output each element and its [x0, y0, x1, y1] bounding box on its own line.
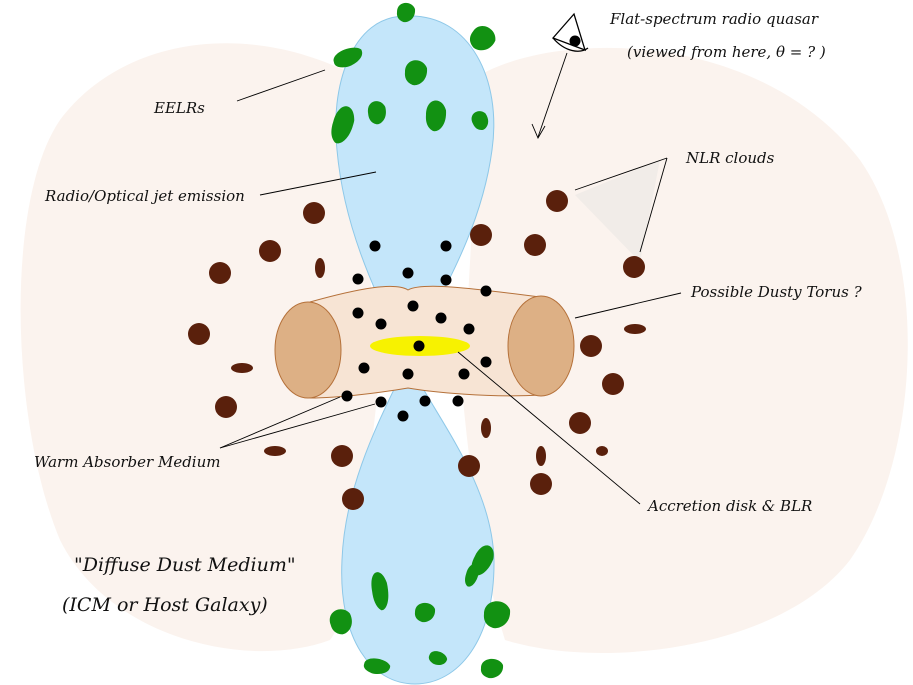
- observer-arrow-line: [537, 52, 568, 138]
- absorber-cloud: [452, 395, 464, 407]
- leader-lines: [219, 52, 682, 505]
- absorber-cloud: [352, 307, 364, 319]
- host-galaxy-right-lobe: [462, 47, 908, 654]
- eelr-blob: [396, 2, 416, 23]
- eelr-blob: [465, 564, 479, 587]
- torus-label: Possible Dusty Torus ?: [690, 283, 863, 301]
- nlr-cloud: [331, 445, 353, 467]
- nlr-cloud: [602, 373, 624, 395]
- nlr-cloud: [231, 363, 253, 373]
- nlr-cloud: [481, 418, 491, 438]
- eelr-blob: [329, 609, 352, 635]
- torus-left-end: [274, 301, 342, 399]
- absorber-cloud: [397, 410, 409, 422]
- diffuse-dust-label: "Diffuse Dust Medium": [74, 554, 296, 576]
- eelr-blob: [404, 60, 428, 86]
- absorber-leader-2: [219, 403, 376, 449]
- observer-title: Flat-spectrum radio quasar: [609, 10, 819, 28]
- viewing-cone-shade: [575, 160, 660, 262]
- accretion-disk-label: Accretion disk & BLR: [646, 497, 812, 515]
- eelr-blob: [333, 47, 363, 68]
- nlr-cloud: [623, 256, 645, 278]
- nlr-cloud: [303, 202, 325, 224]
- eelr-blob: [483, 601, 511, 629]
- absorber-cloud: [407, 300, 419, 312]
- absorber-cloud: [402, 267, 414, 279]
- jet-emission-label: Radio/Optical jet emission: [44, 187, 245, 205]
- eelr-blob: [469, 25, 496, 51]
- eye-pupil: [569, 35, 581, 47]
- icm-host-label: (ICM or Host Galaxy): [62, 594, 268, 616]
- eye-lid-curve: [552, 37, 589, 52]
- warm-absorber-label: Warm Absorber Medium: [34, 453, 221, 471]
- eelr-blob: [428, 651, 448, 665]
- nlr-cloud: [209, 262, 231, 284]
- absorber-cloud: [413, 340, 425, 352]
- nlr-clouds-label: NLR clouds: [685, 149, 775, 167]
- eelrs-label: EELRs: [153, 99, 205, 117]
- nlr-cloud: [530, 473, 552, 495]
- nlr-leader-1: [574, 157, 668, 191]
- eelrs-leader: [236, 69, 326, 102]
- nlr-cloud: [315, 258, 325, 278]
- nlr-cloud: [188, 323, 210, 345]
- warm-absorber-clouds: [341, 240, 492, 422]
- nlr-cloud: [546, 190, 568, 212]
- torus-leader: [574, 292, 682, 319]
- torus-right-end: [507, 295, 575, 397]
- nlr-cloud: [342, 488, 364, 510]
- eelr-blob: [425, 100, 447, 132]
- observer-arrow-head: [531, 123, 546, 139]
- nlr-cloud: [458, 455, 480, 477]
- nlr-cloud: [580, 335, 602, 357]
- nlr-cloud: [470, 224, 492, 246]
- absorber-cloud: [435, 312, 447, 324]
- absorber-cloud: [463, 323, 475, 335]
- nlr-clouds: [188, 190, 646, 510]
- nlr-cloud: [524, 234, 546, 256]
- eye-icon: [551, 12, 589, 52]
- nlr-cloud: [215, 396, 237, 418]
- eelr-blob: [367, 101, 386, 125]
- absorber-cloud: [458, 368, 470, 380]
- eelr-blobs: [329, 2, 511, 679]
- nlr-cloud: [536, 446, 546, 466]
- nlr-leader-2: [639, 157, 668, 253]
- eelr-blob: [471, 111, 489, 130]
- eelr-blob: [414, 602, 436, 623]
- absorber-cloud: [480, 356, 492, 368]
- absorber-cloud: [440, 240, 452, 252]
- nlr-cloud: [259, 240, 281, 262]
- absorber-cloud: [480, 285, 492, 297]
- absorber-cloud: [369, 240, 381, 252]
- eelr-blob: [480, 658, 504, 679]
- eye-lid: [551, 12, 587, 52]
- jet-leader: [259, 171, 377, 196]
- absorber-cloud: [352, 273, 364, 285]
- absorber-cloud: [419, 395, 431, 407]
- absorber-cloud: [358, 362, 370, 374]
- nlr-cloud: [264, 446, 286, 456]
- absorber-cloud: [341, 390, 353, 402]
- nlr-cloud: [596, 446, 608, 456]
- eelr-blob: [363, 658, 391, 675]
- host-galaxy-left-lobe: [20, 43, 379, 652]
- absorber-cloud: [440, 274, 452, 286]
- disk-leader: [457, 351, 641, 505]
- eelr-blob: [371, 572, 389, 611]
- absorber-cloud: [375, 396, 387, 408]
- nlr-cloud: [624, 324, 646, 334]
- absorber-cloud: [375, 318, 387, 330]
- absorber-cloud: [402, 368, 414, 380]
- absorber-leader-1: [219, 396, 341, 449]
- host-galaxy: [20, 43, 908, 654]
- nlr-cloud: [569, 412, 591, 434]
- eelr-blob: [331, 106, 355, 144]
- observer-note: (viewed from here, θ = ? ): [627, 43, 826, 61]
